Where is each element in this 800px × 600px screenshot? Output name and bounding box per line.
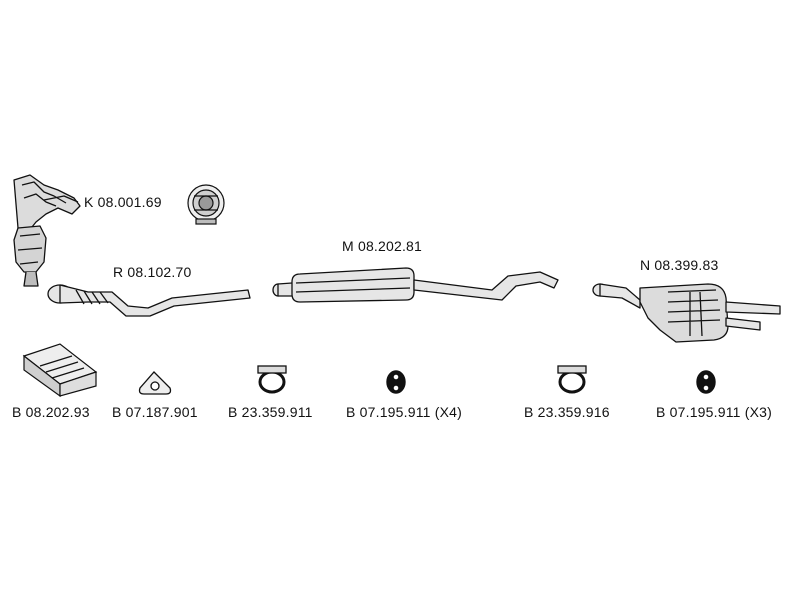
- clamp-illustration-1: [257, 365, 287, 394]
- middle-silencer-code-label: M 08.202.81: [342, 238, 423, 254]
- catalyst-code-label: K 08.001.69: [84, 194, 162, 210]
- rear-silencer-illustration: [592, 283, 781, 343]
- rear-silencer-code-label: N 08.399.83: [640, 257, 719, 273]
- fitting-label-4: B 07.195.911 (X4): [346, 404, 462, 420]
- fitting-label-3: B 23.359.911: [228, 404, 313, 420]
- fitting-label-5: B 23.359.916: [524, 404, 610, 420]
- front-pipe-code-label: R 08.102.70: [113, 264, 192, 280]
- clamp-illustration-2: [557, 365, 587, 394]
- fitting-label-1: B 08.202.93: [12, 404, 90, 420]
- fitting-label-2: B 07.187.901: [112, 404, 198, 420]
- mounting-kit-illustration: [22, 343, 98, 398]
- hanger-illustration-1: [386, 370, 406, 394]
- front-pipe-illustration: [47, 284, 251, 317]
- middle-silencer-illustration: [272, 267, 559, 303]
- hanger-illustration-2: [696, 370, 716, 394]
- catalyst-emblem-icon: [187, 184, 225, 225]
- gasket-illustration: [138, 371, 172, 395]
- fitting-label-6: B 07.195.911 (X3): [656, 404, 772, 420]
- catalyst-illustration: [13, 174, 81, 287]
